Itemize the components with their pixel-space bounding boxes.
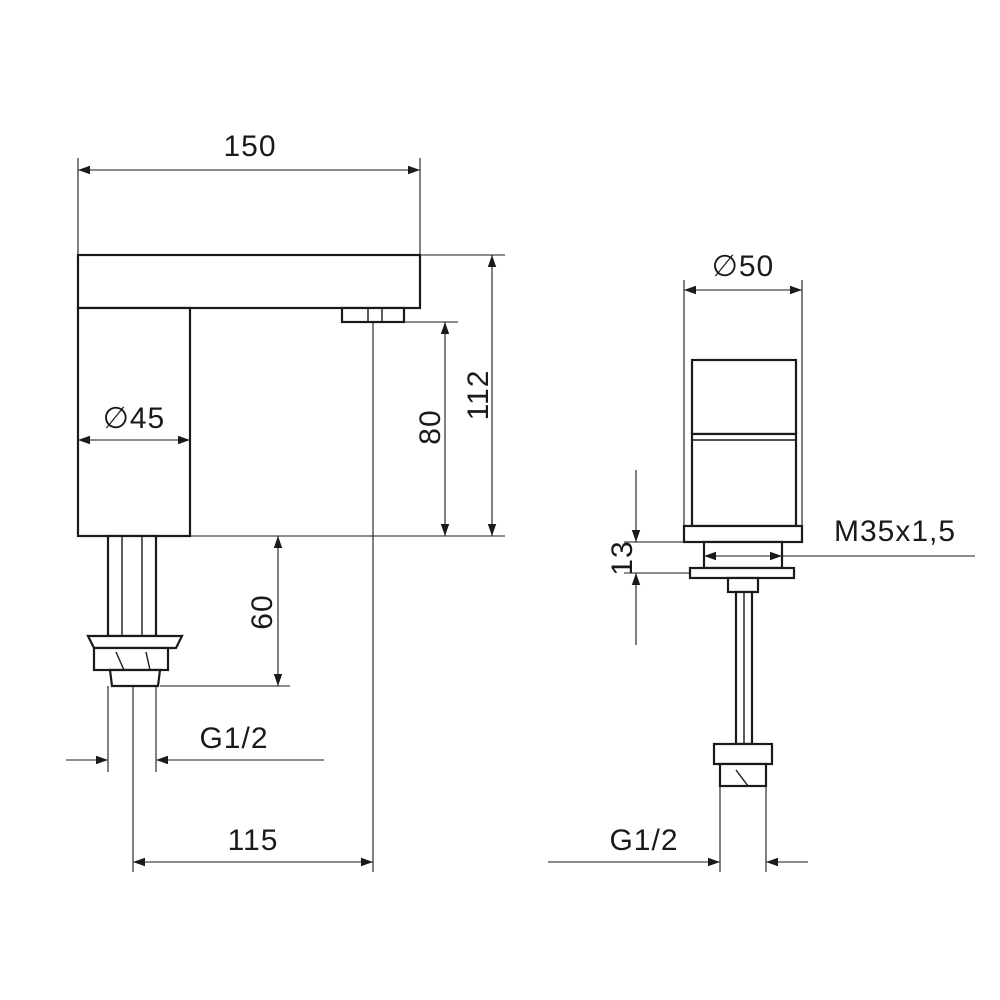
dim-spout-height: 80	[414, 409, 447, 444]
dim-thread-front: G1/2	[609, 824, 678, 857]
dim-max-deck: 13	[606, 540, 639, 575]
faucet-body-front	[682, 358, 804, 788]
dim-total-height: 112	[462, 370, 495, 421]
shank-side	[86, 534, 184, 688]
dim-thread-side: G1/2	[199, 722, 268, 755]
side-view: 150 112 80 ∅45 60 G1/2 115	[66, 130, 505, 872]
front-view: ∅50 M35x1,5 13 G1/2	[548, 250, 975, 872]
dim-shank-length: 60	[246, 594, 279, 629]
dim-outlet-offset: 115	[228, 824, 279, 857]
dim-handle-diameter: ∅50	[712, 250, 775, 283]
dim-width: 150	[223, 130, 276, 163]
dim-body-diameter: ∅45	[103, 402, 166, 435]
dim-thread-nut: M35x1,5	[834, 515, 956, 548]
faucet-body-side	[76, 253, 422, 538]
